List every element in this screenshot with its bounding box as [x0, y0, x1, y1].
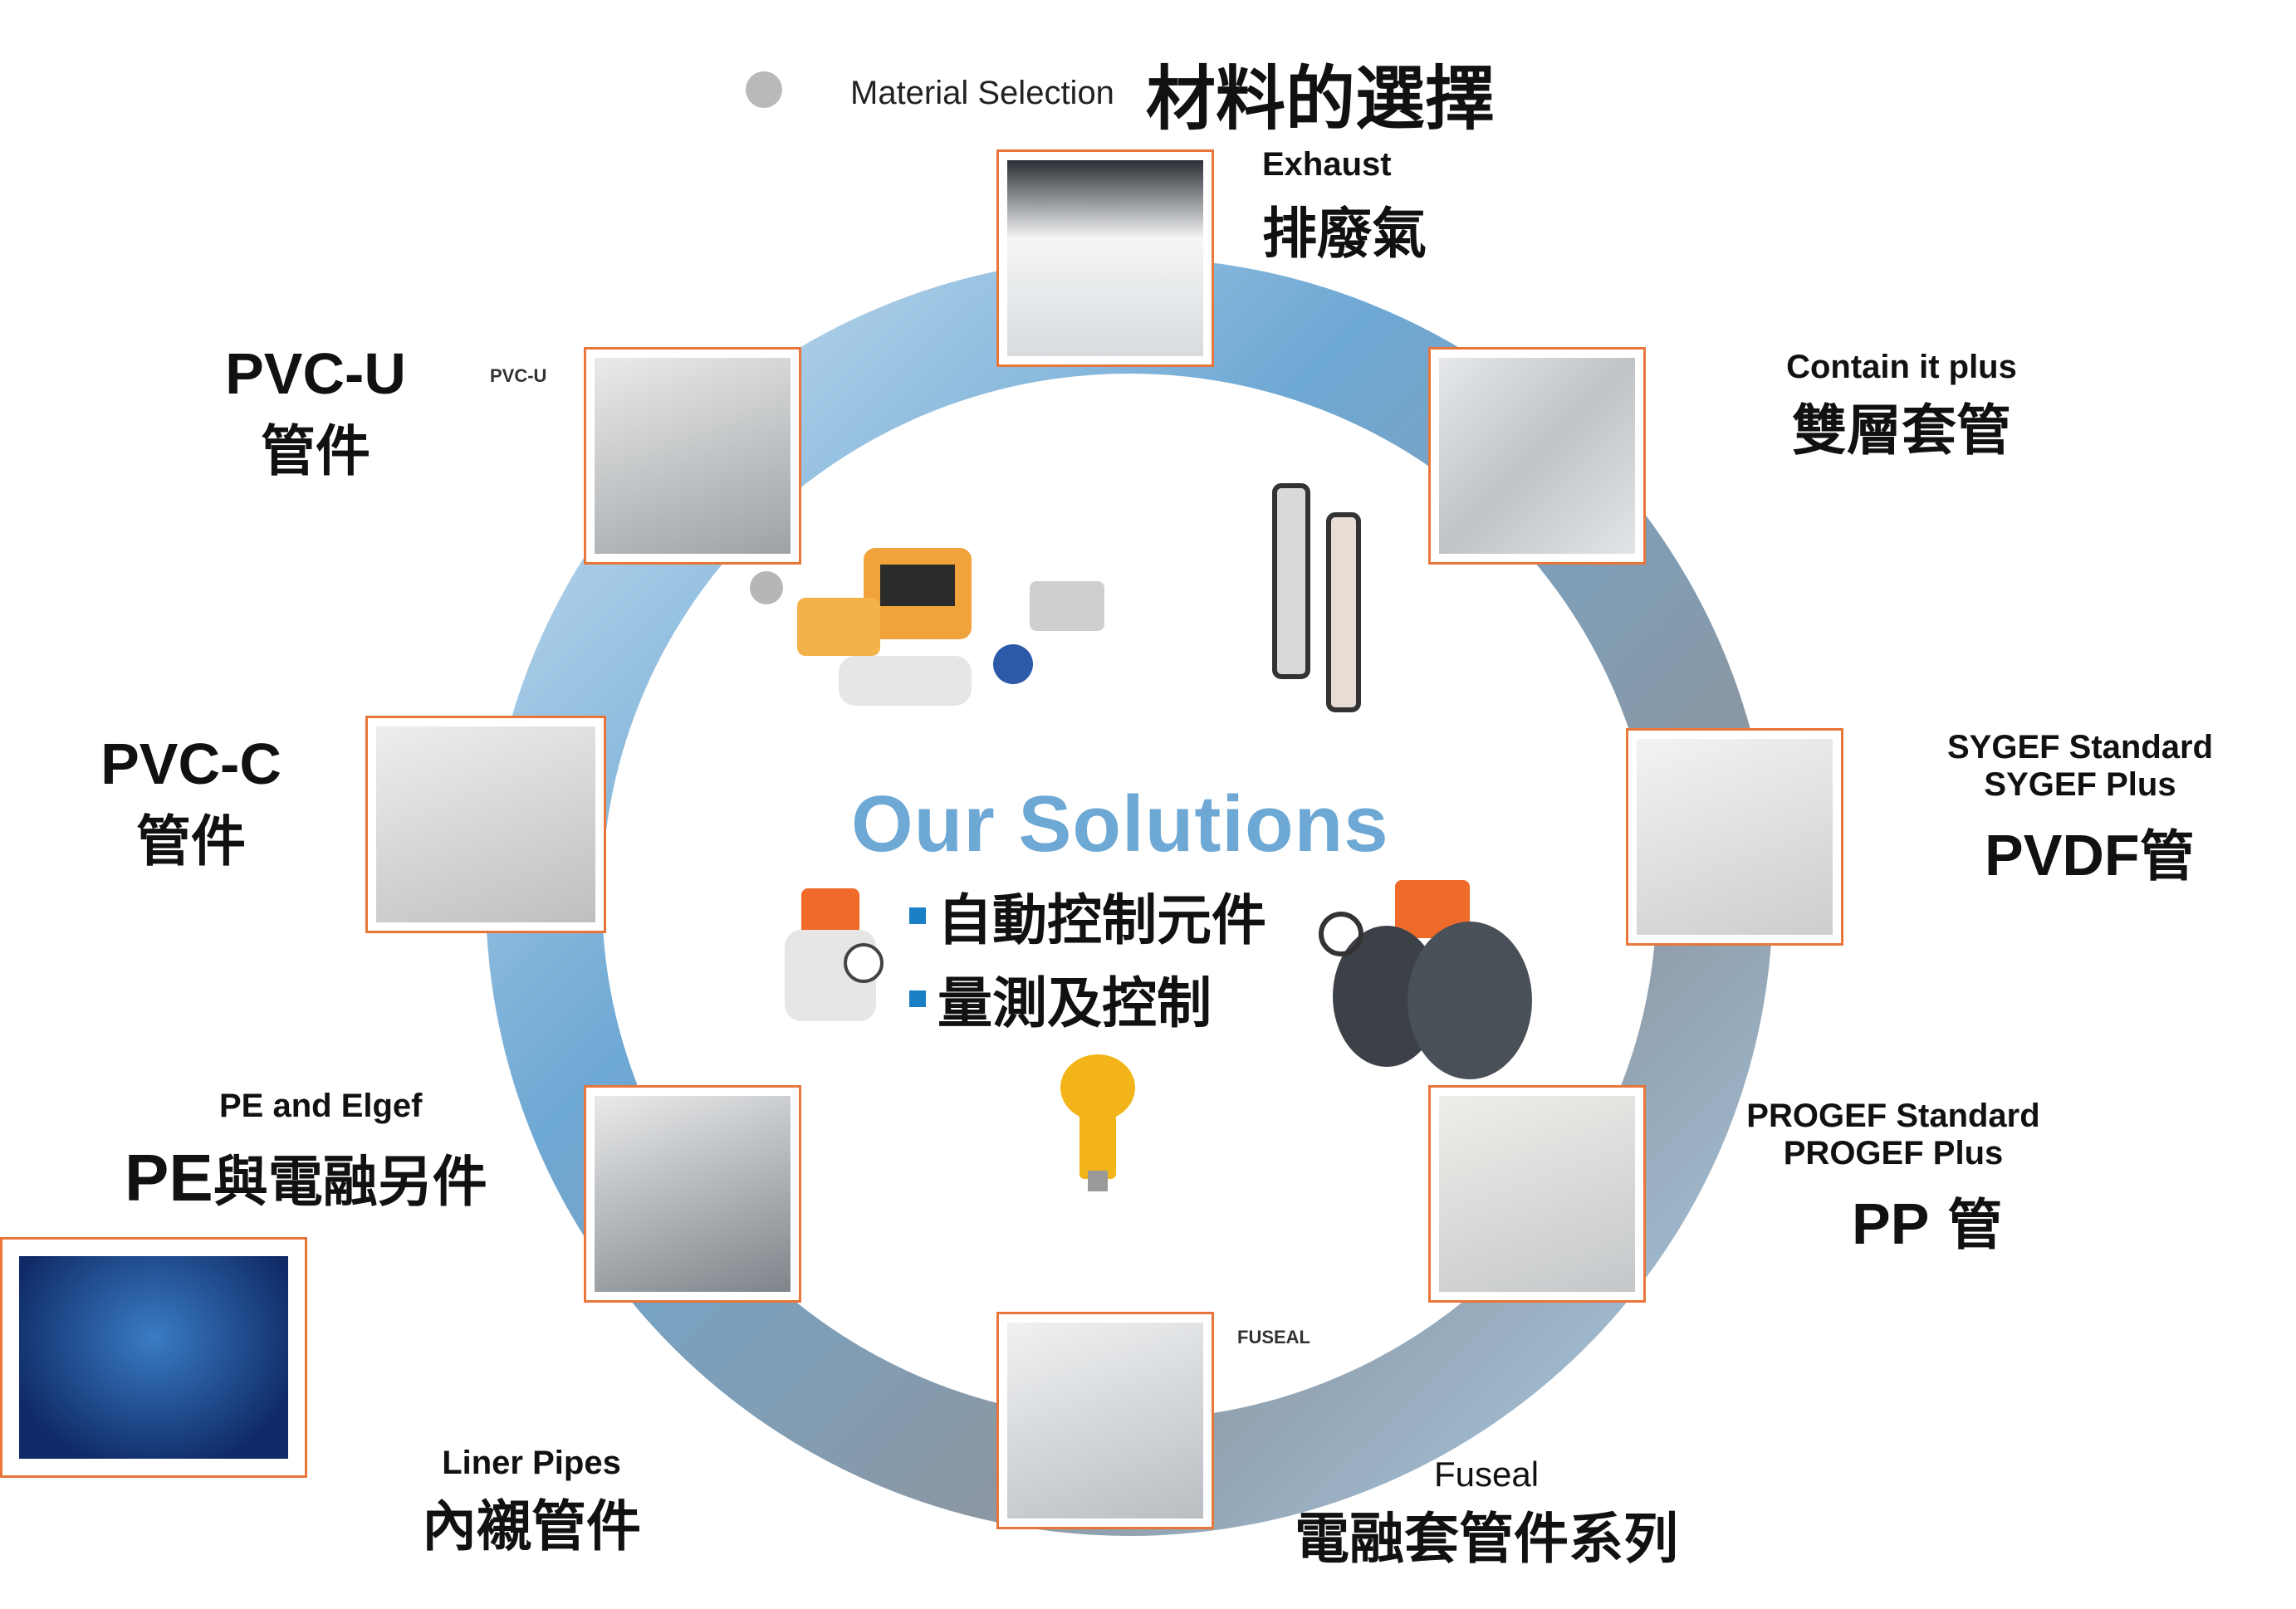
- photo-fuseal: [996, 1312, 1214, 1529]
- center-bullet-1: 自動控制元件: [909, 876, 1266, 956]
- flowmeter-icon: [1272, 483, 1361, 712]
- label-pp-main: PP 管: [1852, 1181, 2002, 1260]
- butterfly-valve-icon: [1319, 880, 1532, 1079]
- center-bullet-2-text: 量測及控制: [937, 971, 1212, 1035]
- label-contain-en: Contain it plus: [1786, 349, 2017, 385]
- label-fuseal: Fuseal 電融套管件系列: [1270, 1455, 1702, 1574]
- label-pp-en2: PROGEF Plus: [1783, 1135, 2004, 1171]
- label-pvcu-zh: 管件: [261, 418, 370, 483]
- center-bullet-2: 量測及控制: [909, 959, 1212, 1039]
- controller-icon: [797, 548, 1104, 706]
- label-pvcc-main: PVC-C: [100, 731, 281, 796]
- label-fuseal-en: Fuseal: [1433, 1455, 1540, 1494]
- photo-pp: [1428, 1085, 1646, 1303]
- label-pvdf-en2: SYGEF Plus: [1984, 766, 2176, 803]
- label-pvdf-main-zh: 管: [2139, 824, 2195, 888]
- center-title: Our Solutions: [851, 780, 1389, 868]
- header-label-en: Material Selection: [850, 75, 1114, 111]
- label-exhaust-zh: 排廢氣: [1262, 201, 1427, 266]
- label-liner-zh: 內襯管件: [422, 1494, 641, 1558]
- label-contain-zh: 雙層套管: [1792, 398, 2011, 462]
- bullet-square-icon: [909, 907, 926, 924]
- label-pvdf-main: PVDF管: [1985, 812, 2195, 892]
- label-pvdf-en1: SYGEF Standard: [1946, 729, 2214, 765]
- label-contain: Contain it plus 雙層套管: [1727, 349, 2076, 466]
- label-liner-en: Liner Pipes: [442, 1445, 621, 1481]
- photo-exhaust: [996, 149, 1214, 367]
- pressure-valve-icon: [785, 888, 884, 1021]
- label-pvcc-zh: 管件: [136, 809, 246, 873]
- label-liner: Liner Pipes 內襯管件: [390, 1445, 673, 1562]
- center-bullet-dot-icon: [750, 571, 783, 604]
- photo-pvcu: [584, 347, 801, 565]
- label-pe-en: PE and Elgef: [219, 1088, 423, 1124]
- label-exhaust-en: Exhaust: [1262, 146, 1392, 183]
- photo-pvcc: [365, 716, 606, 933]
- header-bullet-icon: [746, 71, 782, 108]
- photo-pvdf: [1626, 728, 1843, 946]
- label-pvcc: PVC-C 管件: [83, 731, 299, 877]
- label-pp-en1: PROGEF Standard: [1746, 1098, 2040, 1134]
- label-pvdf-main-en: PVDF: [1985, 823, 2140, 888]
- pvcu-tag: PVC-U: [490, 365, 547, 386]
- photo-contain-it-plus: [1428, 347, 1646, 565]
- photo-liner-pipes: [0, 1237, 307, 1478]
- label-pvcu: PVC-U 管件: [208, 340, 423, 487]
- label-pe-main-en: PE: [125, 1141, 213, 1215]
- center-bullet-1-text: 自動控制元件: [937, 888, 1266, 952]
- photo-pe: [584, 1085, 801, 1303]
- bullet-square-icon: [909, 990, 926, 1007]
- label-pp-main-zh: 管: [1947, 1192, 2003, 1257]
- label-pvdf: SYGEF Standard SYGEF Plus: [1918, 729, 2242, 804]
- label-pp-main-en: PP: [1852, 1191, 1930, 1256]
- label-pp: PROGEF Standard PROGEF Plus: [1727, 1098, 2059, 1172]
- label-pvcu-main: PVC-U: [225, 341, 406, 406]
- label-pe-main: PE與電融另件: [125, 1137, 487, 1217]
- label-pe-main-zh: 與電融另件: [213, 1149, 487, 1214]
- header-label-zh: 材料的選擇: [1146, 57, 1496, 139]
- level-sensor-icon: [1060, 1054, 1135, 1191]
- fuseal-tag: FUSEAL: [1237, 1327, 1310, 1347]
- label-fuseal-zh: 電融套管件系列: [1295, 1506, 1678, 1571]
